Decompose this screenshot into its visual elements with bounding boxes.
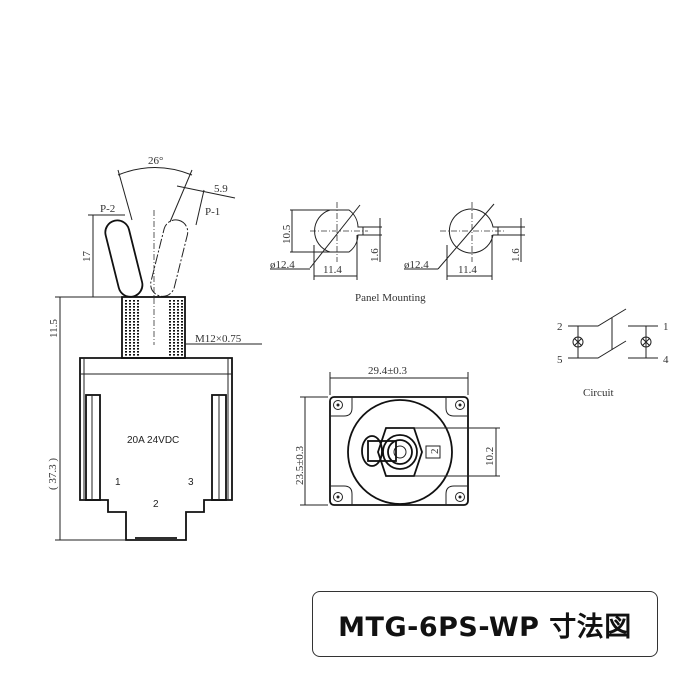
cutout-a-height: 10.5	[281, 224, 293, 244]
cutout-a-diameter: ø12.4	[270, 259, 295, 271]
handle-height-label: 17	[81, 251, 93, 263]
side-view: 26° 5.9 P-2 P-1 17 M12×0.75 11.5	[47, 155, 262, 541]
toggle-handle	[104, 219, 144, 298]
circuit-diagram: 2 5 1 4 Circuit	[557, 308, 669, 399]
circuit-terminal-4: 4	[663, 354, 669, 366]
toggle-tip	[361, 435, 383, 467]
position-p1-label: P-1	[205, 206, 220, 218]
threaded-bushing	[121, 296, 186, 359]
front-width-label: 29.4±0.3	[368, 365, 408, 377]
bushing-height-label: 11.5	[48, 319, 60, 338]
front-view: 2 10.2 29.4±0.3 23.5±0.3	[294, 365, 500, 506]
circuit-terminal-2: 2	[557, 321, 563, 333]
terminal-3-label: 3	[188, 477, 194, 488]
cutout-a-width: 11.4	[323, 264, 342, 276]
toggle-handle-alt-position	[150, 219, 189, 297]
terminal-1-label: 1	[115, 477, 121, 488]
circuit-title: Circuit	[583, 387, 614, 399]
circuit-terminal-5: 5	[557, 354, 563, 366]
model-label: MTG-6PS-WP 寸法図	[312, 591, 658, 657]
cutout-b-diameter: ø12.4	[404, 259, 429, 271]
angle-label: 26°	[148, 155, 163, 167]
switch-body	[79, 357, 233, 541]
thread-lines	[125, 300, 183, 356]
terminal-2-label: 2	[153, 499, 159, 510]
panel-mounting-b: ø12.4 11.4 1.6	[404, 202, 525, 280]
front-height-label: 23.5±0.3	[294, 445, 306, 485]
cutout-b-width: 11.4	[458, 264, 477, 276]
mounting-screws	[333, 400, 465, 502]
cutout-b-key: 1.6	[510, 248, 522, 262]
angle-arc	[117, 167, 193, 176]
key-width-label: 2	[429, 449, 441, 455]
thread-spec-label: M12×0.75	[195, 333, 242, 345]
panel-mounting-a: ø12.4 10.5 11.4 1.6	[270, 202, 382, 280]
position-p2-label: P-2	[100, 203, 115, 215]
total-height-label: ( 37.3 )	[47, 458, 59, 490]
panel-mounting-title: Panel Mounting	[355, 292, 426, 304]
rating-label: 20A 24VDC	[127, 435, 179, 446]
nut-size-label: 10.2	[484, 447, 496, 466]
cutout-a-key: 1.6	[369, 248, 381, 262]
circuit-terminal-1: 1	[663, 321, 669, 333]
offset-label: 5.9	[214, 183, 228, 195]
